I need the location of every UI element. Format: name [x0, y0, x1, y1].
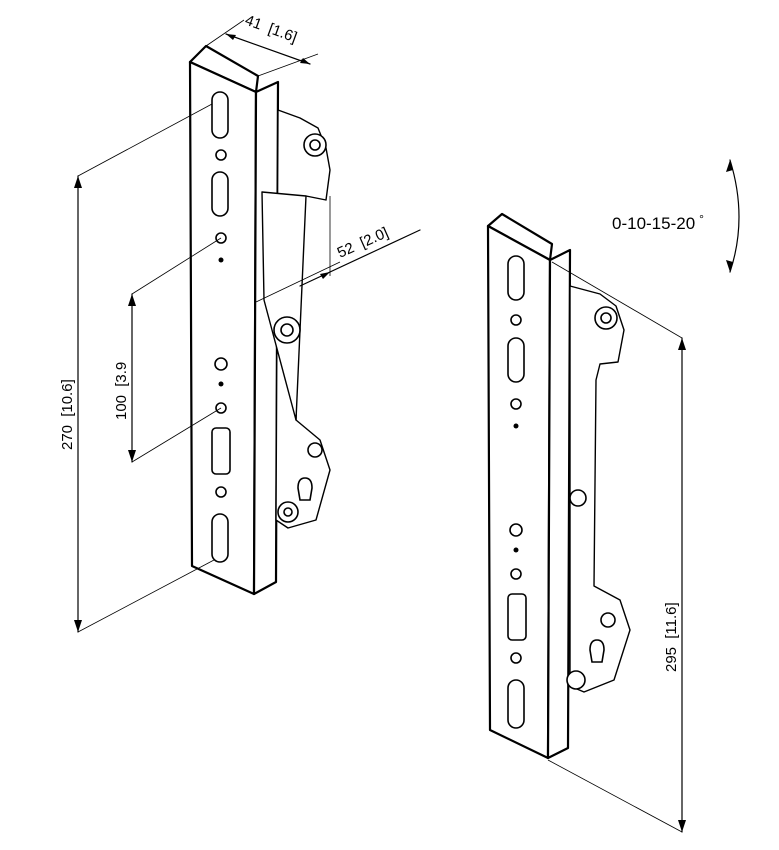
width-top-inch: 1.6: [270, 22, 295, 45]
dimension-width-top: 41 [1.6]: [205, 12, 319, 77]
svg-text:41 [1.6]: 41 [1.6]: [243, 12, 300, 46]
width-top-value: 41: [243, 12, 264, 34]
dimension-height-left: 270 [10.6]: [59, 103, 215, 633]
height-left-value: 270: [59, 425, 76, 450]
dimension-hole-spacing: 100 [3.9: [113, 237, 222, 463]
offset-value: 52: [335, 239, 357, 261]
left-bracket: [188, 44, 331, 596]
height-left-inch: 10.6: [59, 383, 76, 412]
height-right-inch: 11.6: [663, 607, 680, 635]
hole-spacing-inch: 3.9: [113, 362, 130, 383]
hole-spacing-value: 100: [113, 395, 130, 420]
svg-text:100 [3.9: 100 [3.9: [113, 362, 130, 420]
tilt-label: 0-10-15-20: [612, 214, 695, 233]
svg-text:0-10-15-20°: 0-10-15-20 °: [612, 212, 704, 233]
right-bracket: [486, 212, 631, 760]
svg-text:270 [10.6]: 270 [10.6]: [59, 379, 76, 450]
tilt-unit: °: [699, 212, 704, 226]
dimension-height-right: 295 [11.6]: [547, 261, 686, 833]
svg-text:295 [11.6]: 295 [11.6]: [663, 602, 680, 672]
height-right-value: 295: [663, 647, 680, 672]
tilt-indicator: 0-10-15-20 °: [612, 159, 740, 273]
